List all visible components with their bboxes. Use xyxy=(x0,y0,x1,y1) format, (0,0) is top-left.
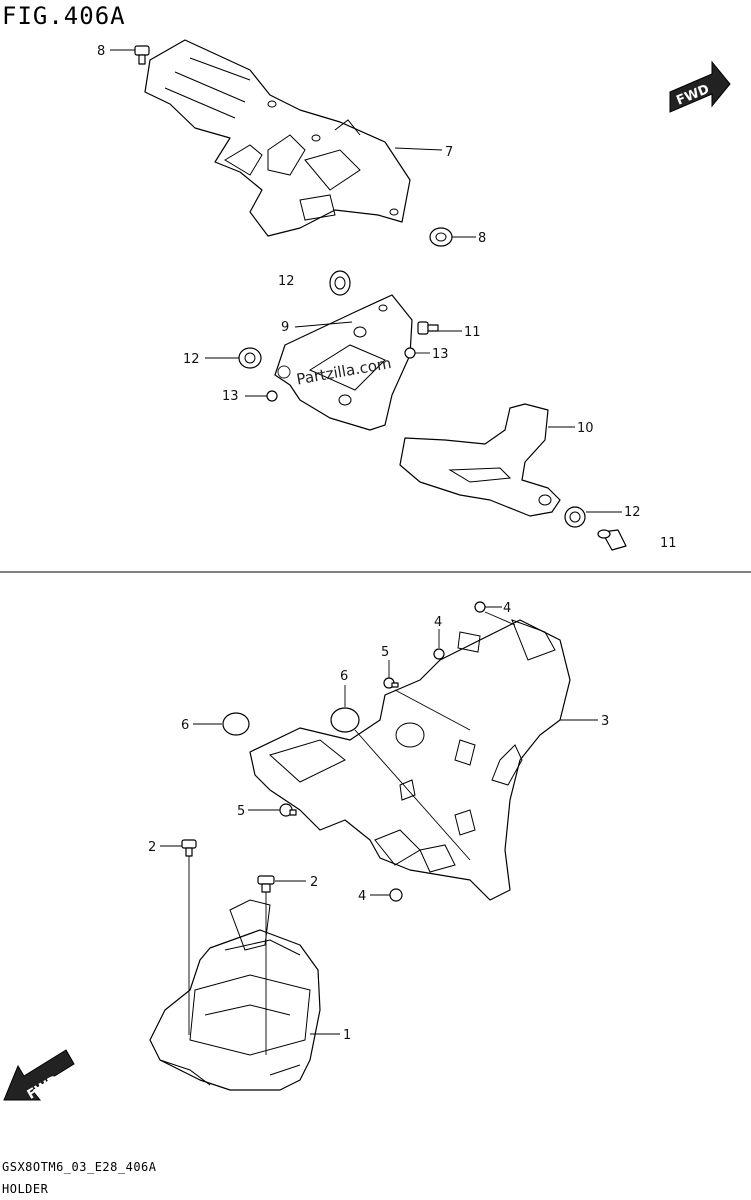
callout-3: 3 xyxy=(601,714,609,729)
callout-2-right: 2 xyxy=(310,875,318,890)
callout-10: 10 xyxy=(577,421,594,436)
part-2-bolt-a[interactable] xyxy=(181,839,197,857)
part-10-cover[interactable] xyxy=(399,403,561,517)
part-4-nut-c[interactable] xyxy=(389,888,403,902)
callout-7: 7 xyxy=(445,145,453,160)
callout-5-top: 5 xyxy=(381,645,389,660)
part-12-grommet-a[interactable] xyxy=(329,270,351,296)
part-8-bolt-a[interactable] xyxy=(134,45,150,65)
part-2-bolt-b[interactable] xyxy=(257,875,275,893)
part-6-cap-b[interactable] xyxy=(222,712,250,736)
callout-4-top: 4 xyxy=(503,601,511,616)
callout-6-left: 6 xyxy=(181,718,189,733)
part-13-screw-a[interactable] xyxy=(404,347,416,359)
part-13-screw-b[interactable] xyxy=(266,390,278,402)
figure-name: HOLDER xyxy=(2,1182,49,1196)
callout-11-bottom: 11 xyxy=(660,536,677,551)
callout-11-top: 11 xyxy=(464,325,481,340)
leader-lines-top xyxy=(110,49,622,513)
part-12-grommet-b[interactable] xyxy=(238,347,262,369)
callout-12-top: 12 xyxy=(278,274,295,289)
part-4-nut-a[interactable] xyxy=(474,601,486,613)
part-9-mounting-plate[interactable] xyxy=(274,294,413,431)
callout-5-left: 5 xyxy=(237,804,245,819)
part-6-cap-a[interactable] xyxy=(330,707,360,733)
part-12-grommet-c[interactable] xyxy=(564,506,586,528)
part-4-nut-b[interactable] xyxy=(433,648,445,660)
callout-8-top: 8 xyxy=(97,44,105,59)
part-1-battery-box[interactable] xyxy=(149,899,321,1091)
part-7-holder-bracket[interactable] xyxy=(144,39,411,237)
callout-13-right: 13 xyxy=(432,347,449,362)
callout-4-mid: 4 xyxy=(434,615,442,630)
part-8-nut-b[interactable] xyxy=(429,227,453,247)
leader-lines-bottom xyxy=(160,606,598,1055)
figure-title: FIG.406A xyxy=(2,2,126,30)
fwd-arrow-top-icon: FWD xyxy=(669,60,731,113)
part-5-bolt-a[interactable] xyxy=(383,677,399,689)
fwd-arrow-bottom-icon: FWD xyxy=(3,1049,75,1103)
callout-4-bottom: 4 xyxy=(358,889,366,904)
part-3-main-holder[interactable] xyxy=(249,619,571,901)
callout-2-left: 2 xyxy=(148,840,156,855)
callout-12-left: 12 xyxy=(183,352,200,367)
callout-8-nut: 8 xyxy=(478,231,486,246)
callout-6-top: 6 xyxy=(340,669,348,684)
part-11-bolt-b[interactable] xyxy=(597,529,627,551)
callout-12-bottom: 12 xyxy=(624,505,641,520)
callout-13-left: 13 xyxy=(222,389,239,404)
callout-1: 1 xyxy=(343,1028,351,1043)
callout-9: 9 xyxy=(281,320,289,335)
watermark-mark xyxy=(277,365,291,379)
figure-code: GSX8OTM6_03_E28_406A xyxy=(2,1160,157,1174)
part-11-bolt-a[interactable] xyxy=(417,321,439,335)
